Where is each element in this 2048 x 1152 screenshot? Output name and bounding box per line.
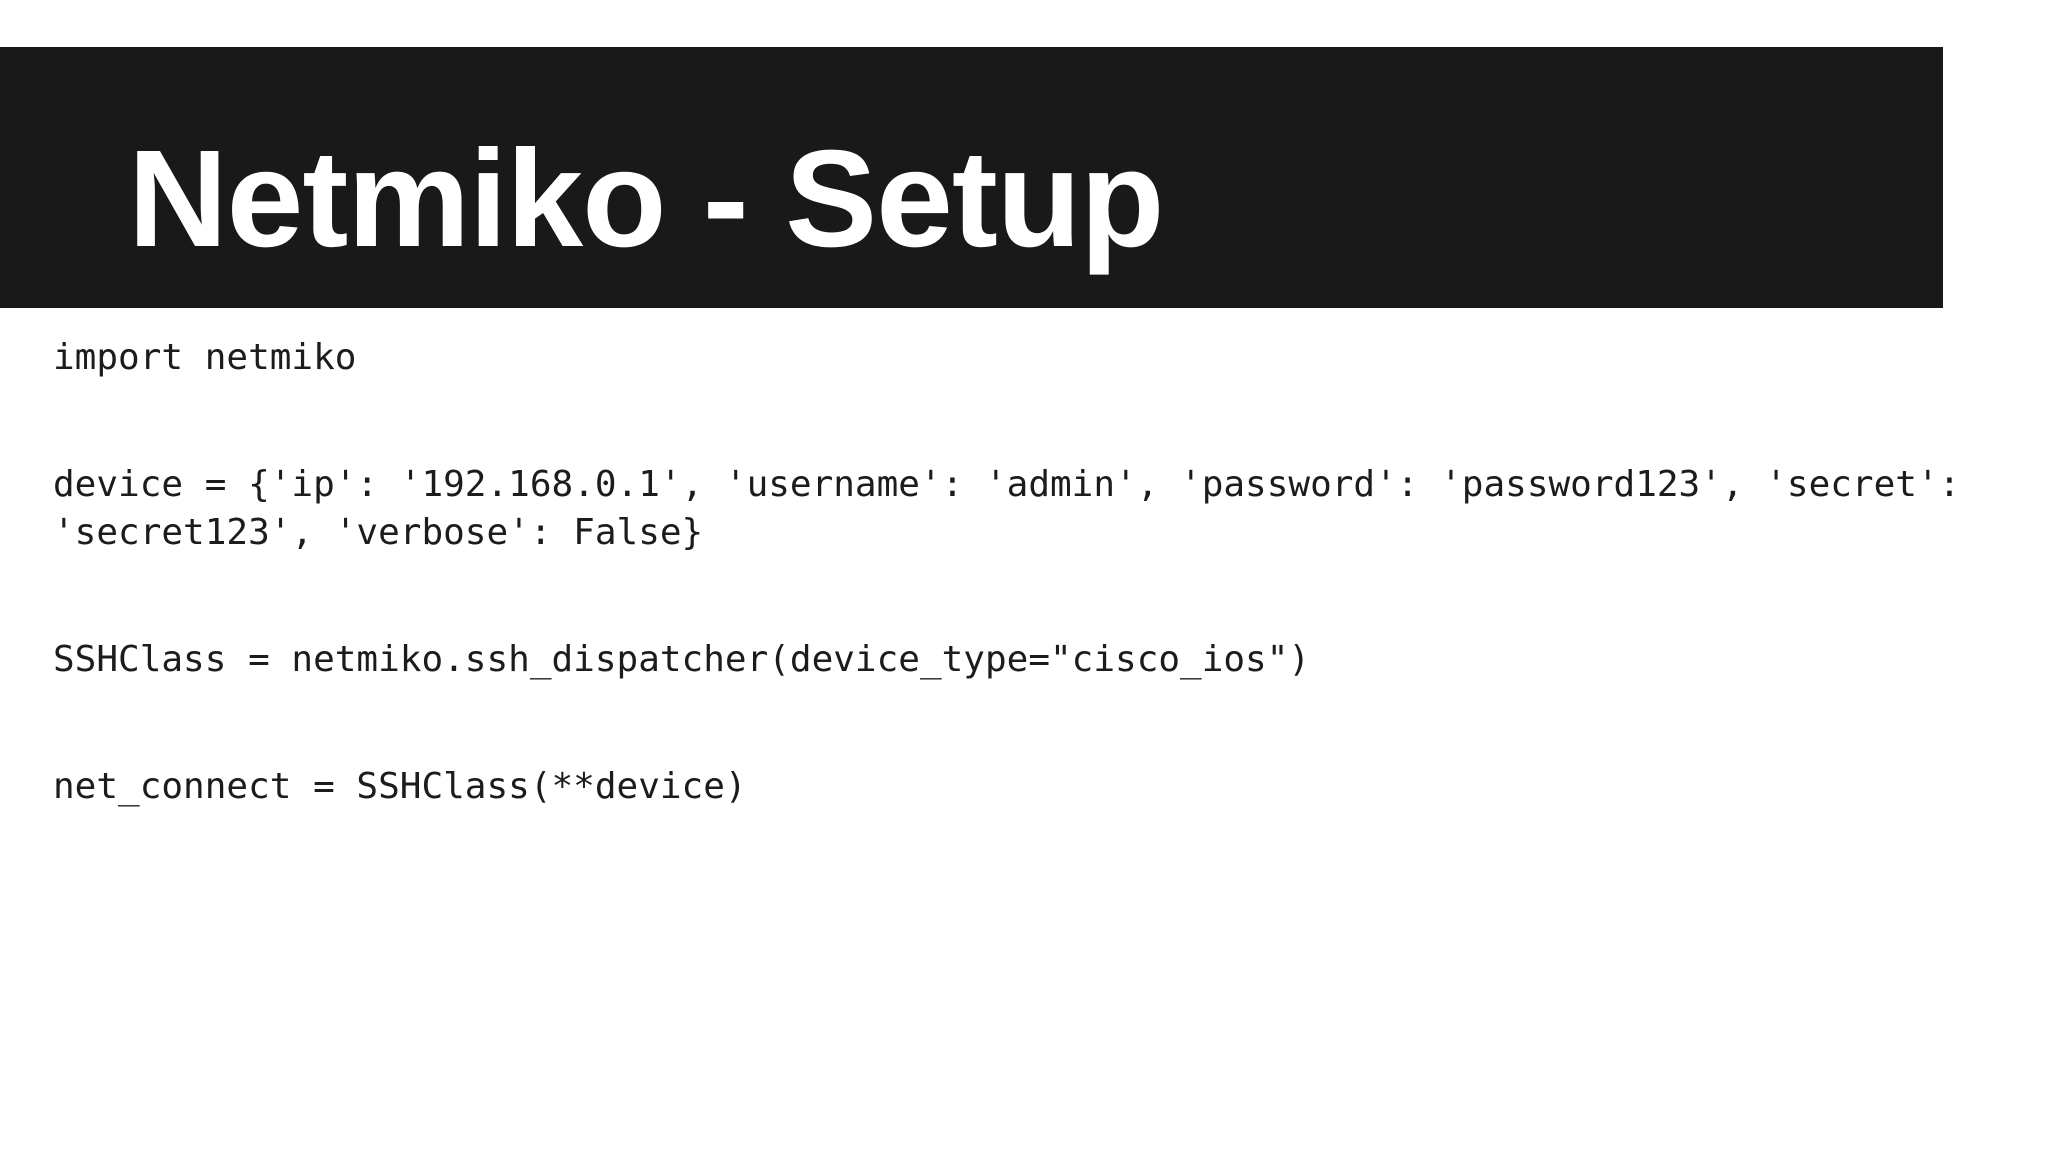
slide-header-bar: Netmiko - Setup	[0, 47, 1943, 308]
code-block: import netmiko device = {'ip': '192.168.…	[53, 334, 2003, 890]
code-line-ssh-dispatcher: SSHClass = netmiko.ssh_dispatcher(device…	[53, 639, 1311, 680]
slide-title: Netmiko - Setup	[128, 122, 1164, 276]
code-line-import: import netmiko	[53, 337, 357, 378]
code-line-net-connect: net_connect = SSHClass(**device)	[53, 766, 747, 807]
code-line-device-dict: device = {'ip': '192.168.0.1', 'username…	[53, 464, 1982, 553]
